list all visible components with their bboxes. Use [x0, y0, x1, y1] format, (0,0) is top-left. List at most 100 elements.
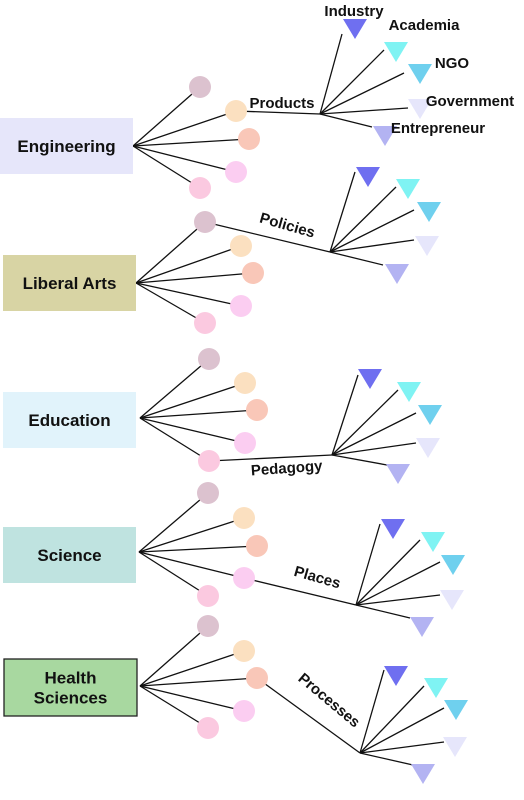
stakeholder-circle	[234, 432, 256, 454]
discipline-label: Sciences	[34, 689, 108, 708]
sector-flag-0	[358, 369, 382, 389]
branch-line	[138, 551, 209, 597]
sector-flag-0	[356, 167, 380, 187]
fan-line	[331, 442, 417, 456]
sector-flag-0	[381, 519, 405, 539]
stakeholder-circle	[225, 100, 247, 122]
connector-line	[235, 110, 321, 115]
fan-line	[355, 539, 421, 606]
fan-line	[319, 49, 385, 115]
branch-label: Places	[292, 563, 342, 592]
stakeholder-circle	[194, 312, 216, 334]
sector-flag-1	[384, 42, 408, 62]
discipline-label: Science	[37, 546, 101, 565]
fan-line	[319, 33, 343, 115]
fan-line	[319, 107, 409, 115]
stakeholder-circle	[246, 667, 268, 689]
branch-label: Pedagogy	[250, 457, 323, 479]
sector-flag-4	[411, 764, 435, 784]
branch-line	[139, 677, 258, 687]
branch-line	[138, 545, 258, 553]
stakeholder-circle	[242, 262, 264, 284]
fan-line	[359, 685, 425, 754]
sector-flag-1	[424, 678, 448, 698]
branch-line	[139, 625, 209, 687]
sector-flag-1	[397, 382, 421, 402]
sector-flag-1	[396, 179, 420, 199]
branch-line	[139, 685, 245, 712]
sector-label-entrepreneur: Entrepreneur	[391, 120, 485, 137]
discipline-label: Education	[28, 411, 110, 430]
branch-line	[132, 145, 201, 189]
sector-flag-3	[415, 236, 439, 256]
sector-label-industry: Industry	[324, 3, 384, 20]
sector-label-ngo: NGO	[435, 55, 470, 72]
connector-line	[256, 677, 361, 754]
fan-line	[331, 412, 417, 456]
sector-label-academia: Academia	[389, 17, 461, 34]
discipline-group-engineering: EngineeringProductsIndustryAcademiaNGOGo…	[0, 3, 514, 199]
branch-line	[138, 492, 209, 553]
fan-line	[355, 561, 441, 606]
sector-flag-4	[410, 617, 434, 637]
branch-line	[139, 409, 258, 419]
fan-line	[329, 239, 415, 253]
fan-line	[359, 752, 414, 766]
sector-flag-3	[443, 737, 467, 757]
stakeholder-circle	[197, 615, 219, 637]
branch-label: Products	[249, 95, 314, 112]
stakeholder-circle	[198, 450, 220, 472]
sector-flag-4	[373, 126, 397, 146]
fan-line	[329, 251, 384, 266]
discipline-box	[3, 255, 136, 311]
branch-line	[132, 86, 201, 147]
stakeholder-circle	[189, 177, 211, 199]
fan-line	[359, 741, 445, 754]
discipline-label: Liberal Arts	[23, 274, 117, 293]
stakeholder-circle	[233, 640, 255, 662]
branch-line	[132, 138, 250, 147]
branch-line	[135, 282, 206, 324]
stakeholder-circle	[194, 211, 216, 233]
stakeholder-circle	[225, 161, 247, 183]
stakeholder-circle	[197, 585, 219, 607]
fan-line	[355, 523, 381, 606]
fan-line	[355, 604, 411, 619]
stakeholder-circle	[233, 700, 255, 722]
fan-line	[331, 374, 359, 456]
sector-flag-3	[416, 438, 440, 458]
branch-line	[138, 551, 245, 579]
branch-line	[132, 110, 237, 147]
fan-line	[319, 113, 373, 128]
fan-line	[329, 171, 356, 253]
branch-label: Processes	[295, 670, 363, 731]
sector-flag-2	[441, 555, 465, 575]
branch-line	[135, 282, 242, 307]
fan-line	[355, 594, 441, 606]
fan-line	[359, 707, 445, 754]
sector-flag-2	[408, 64, 432, 84]
branch-line	[139, 382, 246, 419]
branch-line	[139, 417, 246, 444]
fan-line	[331, 389, 399, 456]
branch-line	[135, 221, 206, 284]
stakeholder-circle	[197, 482, 219, 504]
sector-flag-0	[384, 666, 408, 686]
connector-line	[204, 221, 331, 253]
stakeholder-circle	[233, 507, 255, 529]
stakeholder-circle	[197, 717, 219, 739]
stakeholder-circle	[230, 295, 252, 317]
discipline-box	[0, 118, 133, 174]
branch-line	[138, 517, 245, 553]
sector-flag-4	[385, 264, 409, 284]
branch-line	[135, 272, 254, 284]
connector-line	[208, 454, 333, 462]
branch-line	[139, 650, 245, 687]
stakeholder-circle	[233, 567, 255, 589]
fan-line	[331, 454, 388, 466]
discipline-box	[3, 392, 136, 448]
